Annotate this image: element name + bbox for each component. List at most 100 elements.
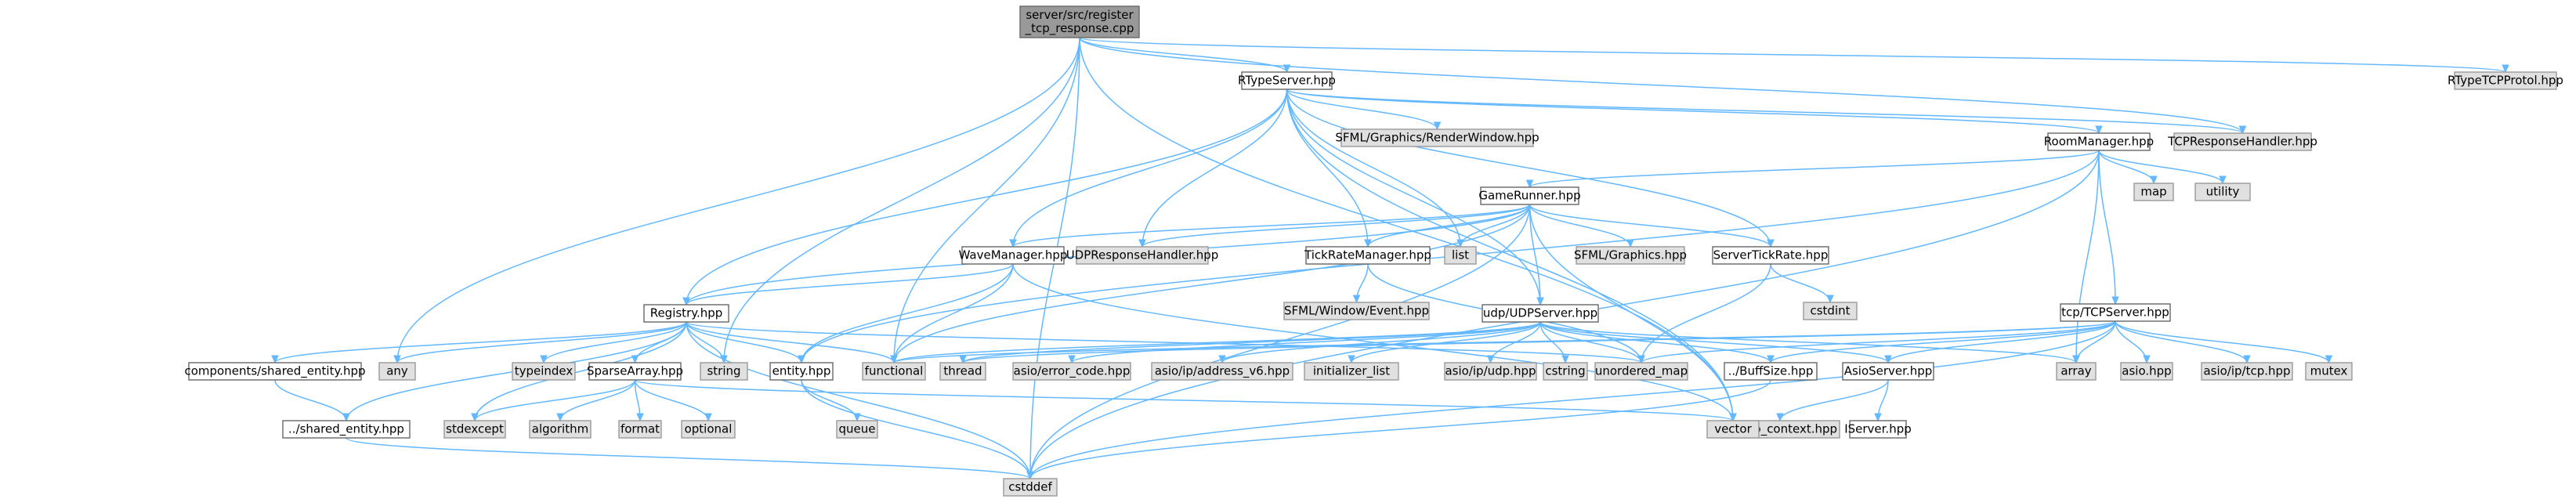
node-label: cstring: [1545, 364, 1585, 378]
node-label: tcp/TCPServer.hpp: [2061, 306, 2169, 320]
node-asioserver[interactable]: AsioServer.hpp: [1842, 362, 1934, 381]
edge-line: [1779, 379, 1889, 421]
edge-line: [396, 37, 1080, 363]
node-wavemanager[interactable]: WaveManager.hpp: [959, 246, 1068, 265]
edge-arrowhead: [271, 355, 279, 364]
node-stdexcept: stdexcept: [443, 420, 506, 439]
node-asio-udp: asio/ip/udp.hpp: [1444, 362, 1537, 381]
node-cstdint: cstdint: [1803, 302, 1858, 320]
node-box: [862, 362, 926, 381]
edge-line: [2115, 320, 2248, 363]
node-label: map: [2140, 185, 2166, 199]
edge-line: [1286, 89, 1541, 306]
node-tickratemanager[interactable]: TickRateManager.hpp: [1304, 246, 1431, 265]
node-registry[interactable]: Registry.hpp: [643, 304, 729, 323]
node-utility: utility: [2194, 183, 2251, 201]
node-roommanager[interactable]: RoomManager.hpp: [2044, 132, 2154, 151]
node-label: RTypeServer.hpp: [1238, 74, 1336, 88]
node-label: TickRateManager.hpp: [1304, 248, 1431, 262]
node-box: [769, 362, 834, 381]
edge-roommanager-to-utility: [2098, 150, 2227, 185]
node-mutex: mutex: [2305, 362, 2353, 381]
node-tcpserver[interactable]: tcp/TCPServer.hpp: [2060, 303, 2171, 322]
node-label: array: [2060, 364, 2091, 378]
node-shared-entity-comp[interactable]: components/shared_entity.hpp: [184, 362, 366, 381]
node-box: [2194, 183, 2251, 201]
edge-line: [1286, 89, 1771, 248]
node-typeindex: typeindex: [512, 362, 576, 381]
node-udpserver[interactable]: udp/UDPServer.hpp: [1482, 304, 1599, 323]
edge-wavemanager-to-registry: [682, 263, 1014, 306]
edge-line: [686, 321, 1642, 363]
edge-line: [1539, 321, 1771, 363]
edge-line: [2098, 150, 2116, 305]
node-label: WaveManager.hpp: [959, 248, 1068, 262]
edge-line: [1286, 89, 1461, 248]
edges-layer: [271, 37, 2509, 480]
edge-line: [474, 379, 636, 421]
node-box: [2454, 71, 2557, 90]
edge-line: [474, 321, 687, 421]
node-label: optional: [685, 422, 733, 436]
edge-registry-to-typeindex: [540, 321, 687, 364]
edge-roommanager-to-tcpserver: [2098, 150, 2119, 306]
edge-sparsearray-to-stdexcept: [471, 379, 636, 422]
node-shared-entity[interactable]: ../shared_entity.hpp: [282, 420, 411, 439]
node-udpresponsehandler: UDPResponseHandler.hpp: [1066, 246, 1219, 265]
node-label: RTypeTCPProtol.hpp: [2448, 74, 2563, 88]
edge-arrowhead: [1561, 355, 1569, 364]
node-label: queue: [839, 422, 876, 436]
edge-arrowhead: [1026, 471, 1034, 480]
edge-root-to-string: [720, 37, 1080, 364]
node-label: components/shared_entity.hpp: [184, 364, 365, 379]
node-label: string: [707, 364, 740, 378]
edge-line: [1012, 89, 1288, 248]
node-label: asio/error_code.hpp: [1014, 364, 1131, 379]
node-box: [836, 420, 878, 439]
node-rtypeserver[interactable]: RTypeServer.hpp: [1238, 71, 1336, 90]
edge-arrowhead: [1767, 239, 1775, 248]
edge-arrowhead: [704, 413, 712, 422]
node-iserver[interactable]: IServer.hpp: [1844, 420, 1912, 439]
edge-line: [1029, 379, 1771, 479]
node-servertickrate[interactable]: ServerTickRate.hpp: [1712, 246, 1829, 265]
node-cstddef: cstddef: [1003, 478, 1058, 497]
node-rtypetcpprotol: RTypeTCPProtol.hpp: [2448, 71, 2563, 90]
node-box: [1594, 362, 1688, 381]
node-box: [2305, 362, 2353, 381]
edge-arrowhead: [1626, 239, 1634, 248]
edge-arrowhead: [1767, 355, 1775, 364]
edge-arrowhead: [393, 355, 401, 364]
edge-sparsearray-to-algorithm: [556, 379, 636, 422]
node-label: ../shared_entity.hpp: [288, 422, 404, 437]
edge-udpserver-to-thread: [959, 321, 1541, 364]
node-gamerunner[interactable]: GameRunner.hpp: [1478, 186, 1581, 205]
node-error-code: asio/error_code.hpp: [1012, 362, 1131, 381]
node-box: [1849, 420, 1907, 439]
edge-arrowhead: [1348, 355, 1355, 364]
edge-line: [1286, 89, 2244, 134]
edge-tcpserver-to-mutex: [2115, 320, 2333, 364]
node-sfml-graphics: SFML/Graphics.hpp: [1574, 246, 1687, 265]
node-unordered-map: unordered_map: [1594, 362, 1688, 381]
edge-arrowhead: [1352, 295, 1361, 304]
node-tcpresponsehandler: TCPResponseHandler.hpp: [2167, 132, 2317, 151]
node-buffsize[interactable]: ../BuffSize.hpp: [1724, 362, 1818, 381]
node-box: [1241, 71, 1333, 90]
node-label: UDPResponseHandler.hpp: [1066, 248, 1219, 262]
edge-line: [1529, 204, 1631, 248]
edge-line: [1221, 321, 1541, 363]
node-box: [378, 362, 416, 381]
node-entity[interactable]: entity.hpp: [769, 362, 834, 381]
node-box: [588, 362, 682, 381]
edge-line: [634, 379, 1734, 421]
node-sparsearray[interactable]: SparseArray.hpp: [587, 362, 683, 381]
edge-gamerunner-to-wavemanager: [1009, 204, 1531, 248]
edge-line: [1286, 89, 1734, 421]
edge-line: [723, 37, 1080, 363]
edge-tcpserver-to-asio: [2115, 320, 2151, 364]
edge-line: [1529, 150, 2100, 188]
edge-arrowhead: [1637, 355, 1645, 364]
edge-line: [2098, 150, 2223, 184]
edge-roommanager-to-gamerunner: [1525, 150, 2100, 189]
